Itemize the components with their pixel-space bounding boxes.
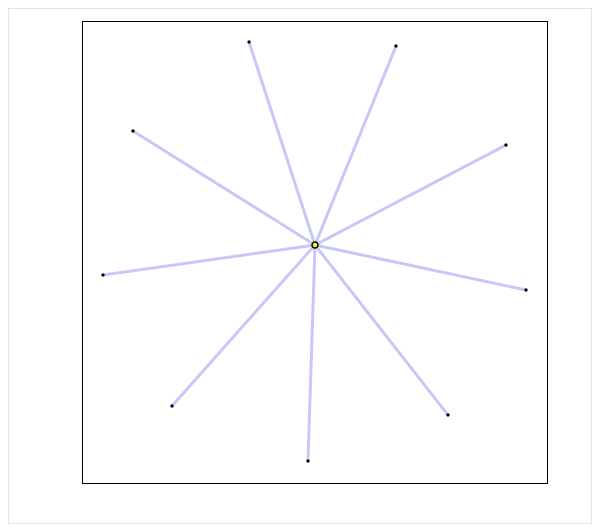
plot-frame (82, 21, 548, 484)
edge-n5 (101, 243, 317, 277)
edges-group (101, 40, 528, 463)
node-n7[interactable] (170, 404, 174, 408)
node-n6[interactable] (524, 288, 528, 292)
node-n8[interactable] (446, 413, 450, 417)
outer-frame (8, 8, 592, 524)
edge-n8 (313, 243, 450, 417)
node-n4[interactable] (504, 143, 508, 147)
edge-n6 (313, 243, 528, 292)
edge-n4 (313, 143, 508, 247)
node-n3[interactable] (131, 129, 135, 133)
edge-n9 (306, 243, 317, 463)
edge-n1 (247, 40, 317, 247)
edge-n2 (313, 44, 398, 247)
node-n1[interactable] (247, 40, 251, 44)
nodes-group (101, 40, 528, 463)
edge-n7 (170, 243, 317, 408)
node-n5[interactable] (101, 273, 105, 277)
node-n9[interactable] (306, 459, 310, 463)
hub-node[interactable] (311, 241, 319, 249)
edge-n3 (131, 129, 317, 247)
node-n2[interactable] (394, 44, 398, 48)
